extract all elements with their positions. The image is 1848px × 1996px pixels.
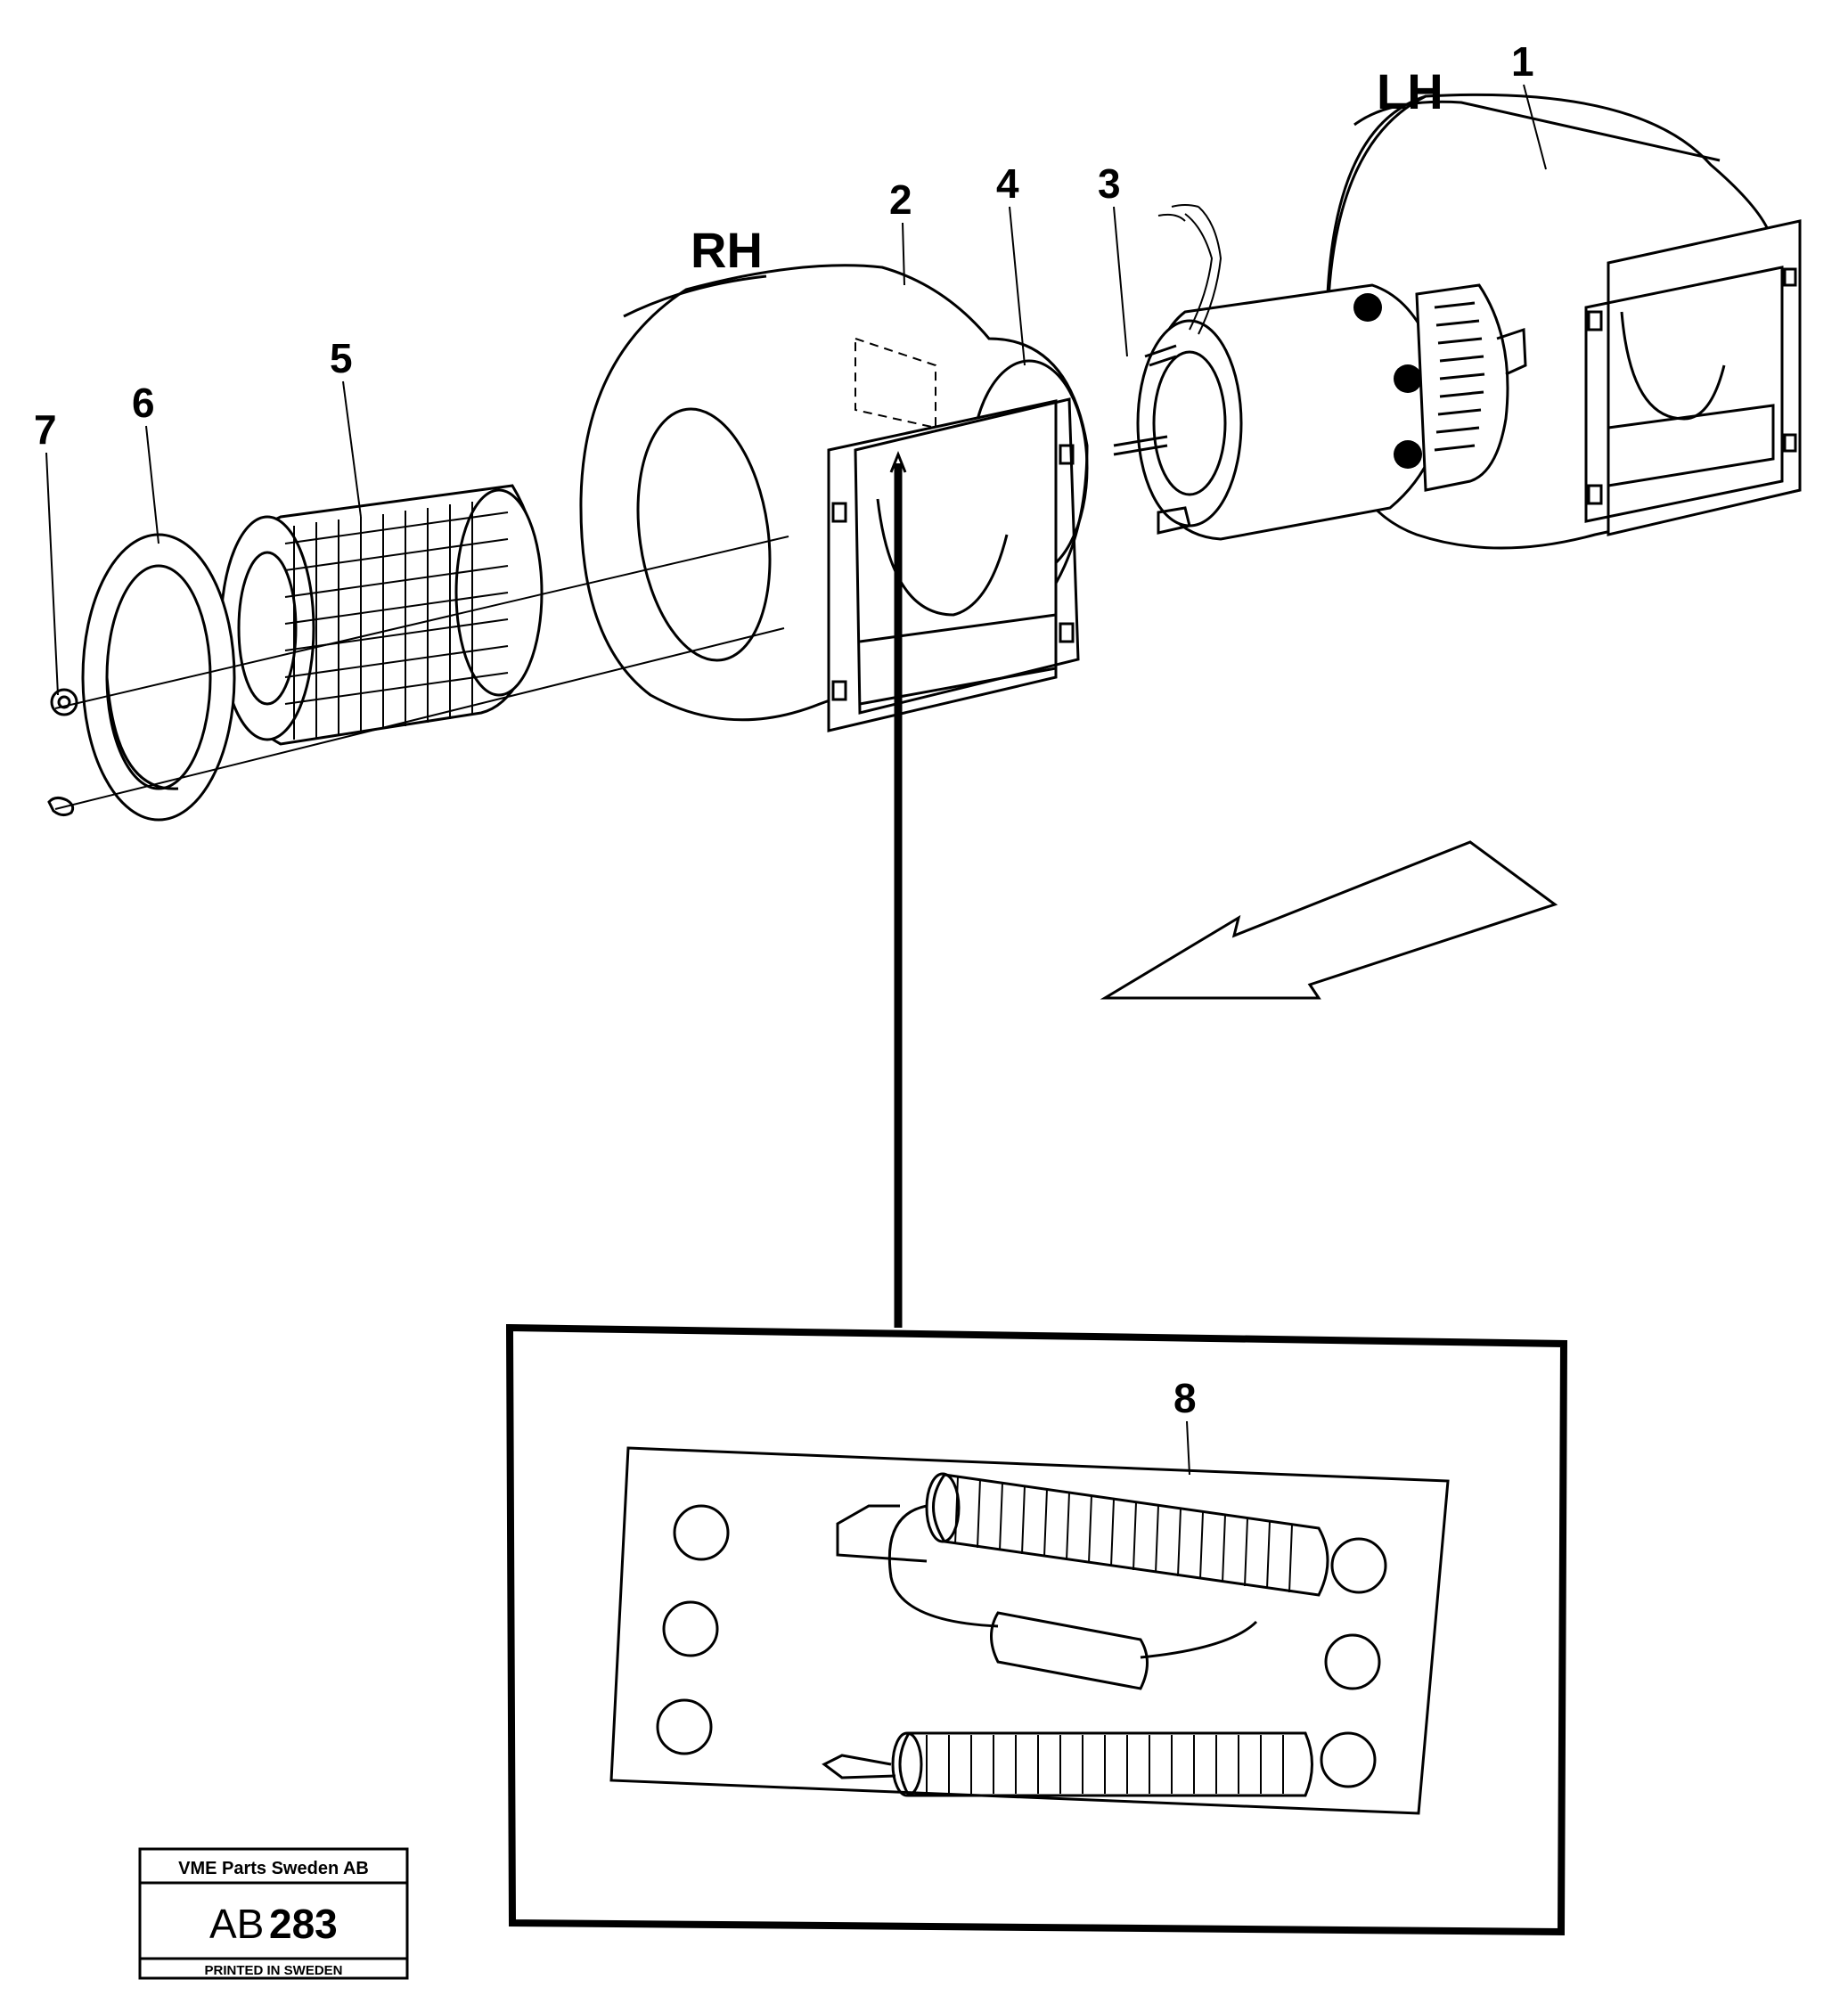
callout-5: 5 xyxy=(330,335,353,381)
stamp-code-number: 283 xyxy=(269,1901,338,1947)
stamp-company: VME Parts Sweden AB xyxy=(178,1859,369,1878)
motor-icon xyxy=(1113,204,1527,541)
stamp-code-prefix: AB xyxy=(209,1901,264,1947)
detail-box: 8 xyxy=(505,1323,1568,1936)
callout-1: 1 xyxy=(1511,38,1534,85)
parts-stamp: VME Parts Sweden AB AB 283 PRINTED IN SW… xyxy=(138,1847,409,1980)
direction-arrow-icon xyxy=(1100,840,1558,1000)
callout-3: 3 xyxy=(1098,160,1121,207)
inlet-ring-icon xyxy=(81,533,236,822)
callout-6: 6 xyxy=(132,380,155,426)
rh-label: RH xyxy=(691,222,763,278)
blower-housing-rh-icon xyxy=(579,264,1089,732)
stamp-footer: PRINTED IN SWEDEN xyxy=(204,1963,342,1978)
heater-element-icon xyxy=(822,1472,1329,1797)
fan-wheel-icon xyxy=(217,484,544,746)
callout-7: 7 xyxy=(34,406,57,453)
screw-icon xyxy=(47,688,78,817)
callout-2: 2 xyxy=(889,176,912,223)
callout-8: 8 xyxy=(1173,1375,1197,1421)
lh-label: LH xyxy=(1377,63,1443,119)
callout-4: 4 xyxy=(996,160,1019,207)
